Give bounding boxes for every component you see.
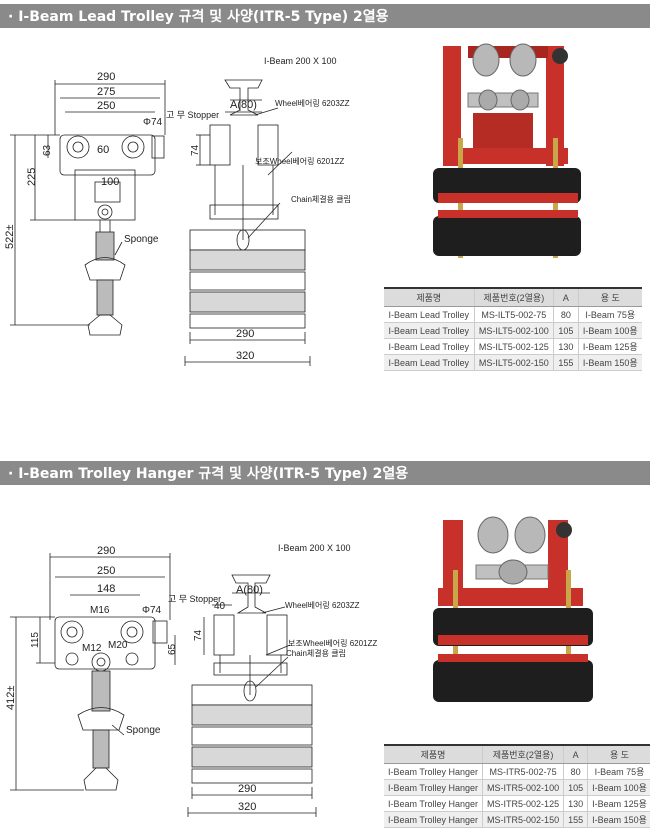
dim-phi74: Φ74: [142, 605, 162, 616]
dim-225: 225: [26, 168, 38, 186]
dim-412: 412±: [5, 686, 17, 710]
cell-usage: I-Beam 75용: [577, 306, 642, 323]
dim-320-bottom: 320: [238, 801, 256, 813]
cell-usage: I-Beam 100용: [587, 779, 650, 796]
cell-number: MS-ITR5-002-150: [482, 811, 564, 828]
col-a: A: [563, 744, 588, 764]
thread-m20: M20: [108, 640, 128, 651]
dim-phi74: Φ74: [143, 117, 163, 128]
dim-40: 40: [214, 601, 226, 612]
cell-usage: I-Beam 125용: [577, 338, 642, 355]
col-product-number: 제품번호(2열용): [473, 287, 554, 307]
col-usage: 용 도: [587, 744, 650, 764]
sponge-label: Sponge: [124, 234, 159, 245]
cell-number: MS-ILT5-002-100: [473, 322, 554, 339]
col-product-number: 제품번호(2열용): [482, 744, 564, 764]
section-title: · I-Beam Trolley Hanger 규격 및 사양(ITR-5 Ty…: [8, 466, 409, 482]
wheel-bearing-label: Wheel베어링 6203ZZ: [285, 600, 360, 610]
lead-trolley-drawing: 290 275 250 Φ74 고 무 Stopper I-Beam 200 X…: [4, 56, 351, 366]
table-row: I-Beam Lead Trolley MS-ILT5-002-100 105 …: [384, 322, 642, 339]
cell-name: I-Beam Trolley Hanger: [384, 779, 483, 796]
chain-clip-label: Chain체결용 클립: [286, 648, 346, 658]
section-title: · I-Beam Lead Trolley 규격 및 사양(ITR-5 Type…: [8, 9, 389, 25]
lead-trolley-spec-table: 제품명 제품번호(2열용) A 용 도 I-Beam Lead Trolley …: [384, 287, 642, 371]
section-header-lead-trolley: · I-Beam Lead Trolley 규격 및 사양(ITR-5 Type…: [0, 4, 650, 28]
table-row: I-Beam Trolley Hanger MS-ITR5-002-100 10…: [384, 779, 650, 796]
cell-usage: I-Beam 125용: [587, 795, 650, 812]
cell-usage: I-Beam 150용: [577, 354, 642, 371]
cell-number: MS-ILT5-002-125: [473, 338, 554, 355]
cell-number: MS-ITR5-002-75: [482, 763, 564, 780]
cell-number: MS-ILT5-002-150: [473, 354, 554, 371]
dim-290-top: 290: [97, 545, 115, 557]
cell-name: I-Beam Lead Trolley: [384, 354, 474, 371]
ibeam-label: I-Beam 200 X 100: [278, 543, 351, 553]
dim-74: 74: [193, 629, 204, 641]
dim-60: 60: [97, 144, 109, 156]
chain-clip-label: Chain체결용 클립: [291, 194, 351, 204]
trolley-hanger-drawing: 290 250 148 M16 Φ74 고 무 Stopper I-Beam 2…: [5, 543, 377, 817]
cell-usage: I-Beam 150용: [587, 811, 650, 828]
dim-65: 65: [167, 643, 178, 655]
trolley-hanger-spec-table: 제품명 제품번호(2열용) A 용 도 I-Beam Trolley Hange…: [384, 744, 650, 828]
stopper-label: 고 무 Stopper: [166, 110, 219, 120]
thread-m12: M12: [82, 643, 102, 654]
cell-a: 130: [563, 795, 588, 812]
dim-290-bottom: 290: [236, 328, 254, 340]
table-row: I-Beam Trolley Hanger MS-ITR5-002-125 13…: [384, 795, 650, 812]
cell-number: MS-ITR5-002-125: [482, 795, 564, 812]
dim-74: 74: [190, 144, 201, 156]
cell-name: I-Beam Trolley Hanger: [384, 811, 483, 828]
ibeam-label: I-Beam 200 X 100: [264, 56, 337, 66]
section-header-trolley-hanger: · I-Beam Trolley Hanger 규격 및 사양(ITR-5 Ty…: [0, 461, 650, 485]
cell-a: 80: [553, 306, 578, 323]
dim-148: 148: [97, 583, 115, 595]
cell-name: I-Beam Lead Trolley: [384, 338, 474, 355]
cell-a: 155: [563, 811, 588, 828]
aux-wheel-bearing-label: 보조Wheel베어링 6201ZZ: [255, 156, 344, 166]
lead-trolley-photo: [433, 43, 581, 258]
dim-290-bottom: 290: [238, 783, 256, 795]
aux-wheel-bearing-label: 보조Wheel베어링 6201ZZ: [288, 638, 377, 648]
cell-a: 105: [553, 322, 578, 339]
cell-name: I-Beam Trolley Hanger: [384, 763, 483, 780]
stopper-label: 고 무 Stopper: [168, 594, 221, 604]
dim-320-bottom: 320: [236, 350, 254, 362]
table-row: I-Beam Lead Trolley MS-ILT5-002-150 155 …: [384, 354, 642, 371]
cell-usage: I-Beam 75용: [587, 763, 650, 780]
cell-name: I-Beam Trolley Hanger: [384, 795, 483, 812]
col-a: A: [553, 287, 578, 307]
dim-250: 250: [97, 565, 115, 577]
col-product-name: 제품명: [384, 287, 474, 307]
cell-usage: I-Beam 100용: [577, 322, 642, 339]
cell-name: I-Beam Lead Trolley: [384, 322, 474, 339]
dim-275: 275: [97, 86, 115, 98]
cell-a: 155: [553, 354, 578, 371]
cell-a: 80: [563, 763, 588, 780]
dim-100: 100: [101, 176, 119, 188]
cell-name: I-Beam Lead Trolley: [384, 306, 474, 323]
dim-250: 250: [97, 100, 115, 112]
table-row: I-Beam Lead Trolley MS-ILT5-002-125 130 …: [384, 338, 642, 355]
table-row: I-Beam Lead Trolley MS-ILT5-002-75 80 I-…: [384, 306, 642, 323]
dim-a80: A(80): [230, 99, 257, 111]
cell-a: 105: [563, 779, 588, 796]
col-product-name: 제품명: [384, 744, 483, 764]
col-usage: 용 도: [577, 287, 642, 307]
trolley-hanger-photo: [433, 516, 593, 702]
table-row: I-Beam Trolley Hanger MS-ITR5-002-75 80 …: [384, 763, 650, 780]
sponge-label: Sponge: [126, 725, 161, 736]
dim-115: 115: [30, 632, 41, 648]
dim-522: 522±: [4, 225, 16, 249]
table-row: I-Beam Trolley Hanger MS-ITR5-002-150 15…: [384, 811, 650, 828]
wheel-bearing-label: Wheel베어링 6203ZZ: [275, 98, 350, 108]
cell-number: MS-ITR5-002-100: [482, 779, 564, 796]
dim-63: 63: [42, 144, 53, 156]
thread-m16: M16: [90, 605, 110, 616]
cell-number: MS-ILT5-002-75: [473, 306, 554, 323]
cell-a: 130: [553, 338, 578, 355]
dim-a80: A(80): [236, 584, 263, 596]
dim-290-top: 290: [97, 71, 115, 83]
